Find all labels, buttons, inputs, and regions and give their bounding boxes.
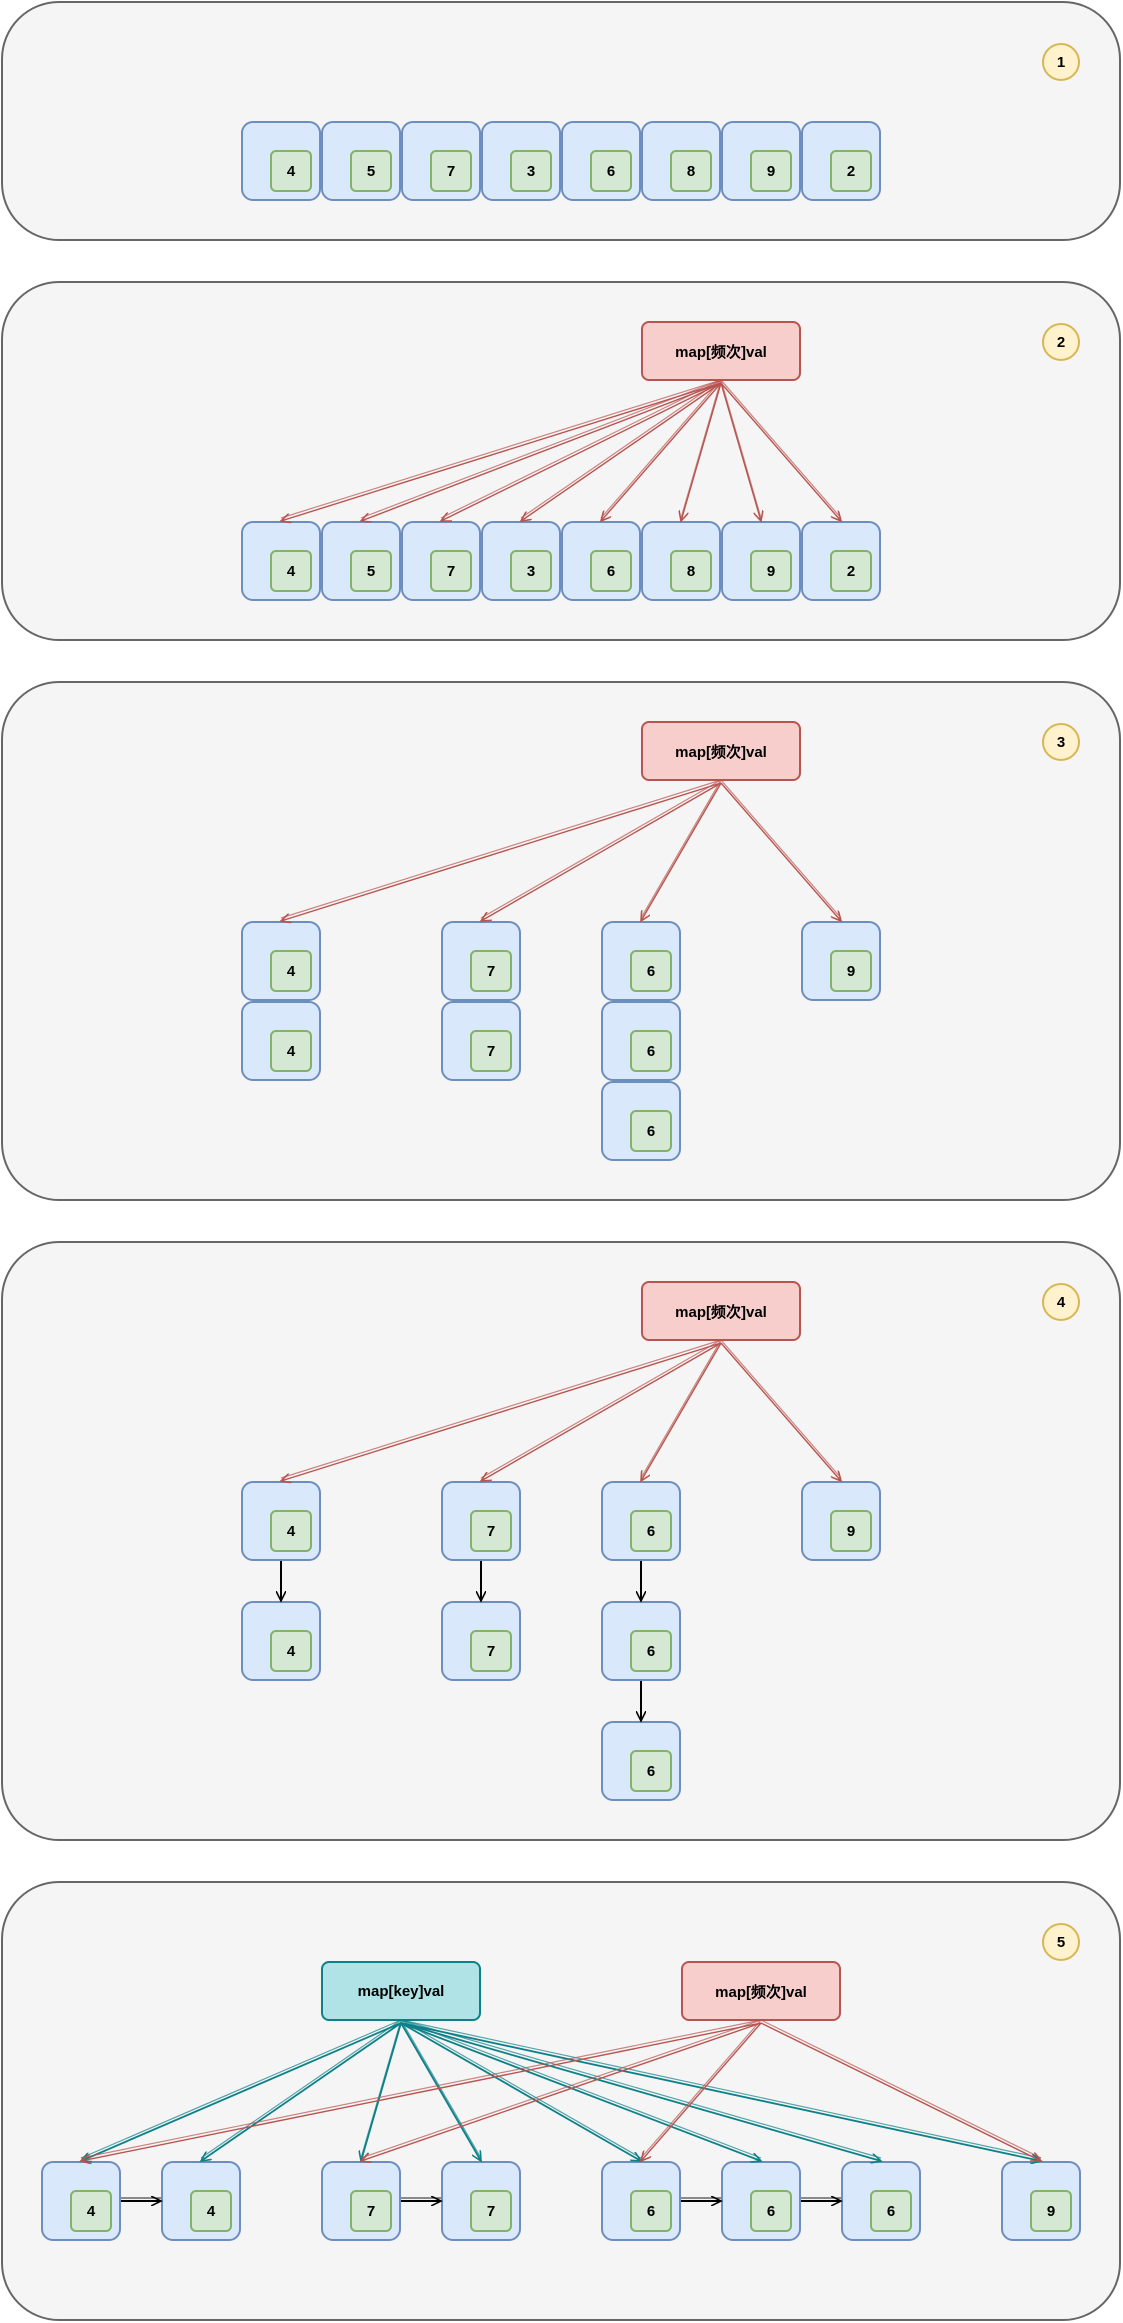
frequency-map-box: map[频次]val: [641, 721, 801, 781]
array-node: 6: [561, 521, 641, 601]
node-value: 7: [430, 550, 472, 592]
array-node: 9: [721, 521, 801, 601]
node-value: 6: [870, 2190, 912, 2232]
panel-1: [1, 1, 1121, 241]
list-node: 7: [441, 1481, 521, 1561]
node-value: 9: [1030, 2190, 1072, 2232]
panel-3: [1, 681, 1121, 1201]
list-node: 6: [601, 1721, 681, 1801]
node-value: 7: [470, 1630, 512, 1672]
node-value: 7: [470, 1030, 512, 1072]
key-map-box: map[key]val: [321, 1961, 481, 2021]
node-value: 7: [470, 2190, 512, 2232]
list-node: 4: [41, 2161, 121, 2241]
step-badge-5: 5: [1042, 1923, 1080, 1961]
list-node: 6: [601, 2161, 681, 2241]
bucket-node: 4: [241, 1001, 321, 1081]
bucket-node: 7: [441, 921, 521, 1001]
array-node: 4: [241, 521, 321, 601]
list-node: 6: [601, 1481, 681, 1561]
node-value: 5: [350, 150, 392, 192]
bucket-node: 9: [801, 921, 881, 1001]
list-node: 9: [801, 1481, 881, 1561]
node-value: 9: [750, 150, 792, 192]
node-value: 7: [470, 950, 512, 992]
node-value: 6: [630, 1510, 672, 1552]
node-value: 6: [630, 1030, 672, 1072]
node-value: 2: [830, 150, 872, 192]
node-value: 6: [750, 2190, 792, 2232]
node-value: 4: [270, 1630, 312, 1672]
array-node: 3: [481, 521, 561, 601]
node-value: 7: [430, 150, 472, 192]
node-value: 6: [590, 550, 632, 592]
frequency-map-box: map[频次]val: [681, 1961, 841, 2021]
node-value: 4: [270, 1030, 312, 1072]
node-value: 6: [630, 2190, 672, 2232]
node-value: 2: [830, 550, 872, 592]
node-value: 6: [630, 950, 672, 992]
list-node: 6: [601, 1601, 681, 1681]
array-node: 7: [401, 521, 481, 601]
node-value: 6: [590, 150, 632, 192]
node-value: 9: [830, 1510, 872, 1552]
frequency-map-box: map[频次]val: [641, 1281, 801, 1341]
node-value: 9: [750, 550, 792, 592]
list-node: 7: [321, 2161, 401, 2241]
bucket-node: 4: [241, 921, 321, 1001]
step-badge-2: 2: [1042, 323, 1080, 361]
panel-4: [1, 1241, 1121, 1841]
list-node: 7: [441, 1601, 521, 1681]
bucket-node: 6: [601, 1001, 681, 1081]
node-value: 4: [70, 2190, 112, 2232]
bucket-node: 6: [601, 921, 681, 1001]
list-node: 4: [161, 2161, 241, 2241]
array-node: 6: [561, 121, 641, 201]
node-value: 7: [470, 1510, 512, 1552]
step-badge-1: 1: [1042, 43, 1080, 81]
node-value: 8: [670, 150, 712, 192]
node-value: 6: [630, 1750, 672, 1792]
list-node: 4: [241, 1481, 321, 1561]
array-node: 9: [721, 121, 801, 201]
array-node: 5: [321, 521, 401, 601]
list-node: 6: [841, 2161, 921, 2241]
step-badge-3: 3: [1042, 723, 1080, 761]
bucket-node: 6: [601, 1081, 681, 1161]
node-value: 5: [350, 550, 392, 592]
node-value: 4: [190, 2190, 232, 2232]
node-value: 4: [270, 950, 312, 992]
node-value: 9: [830, 950, 872, 992]
node-value: 3: [510, 550, 552, 592]
array-node: 2: [801, 121, 881, 201]
array-node: 7: [401, 121, 481, 201]
frequency-map-box: map[频次]val: [641, 321, 801, 381]
array-node: 8: [641, 121, 721, 201]
array-node: 4: [241, 121, 321, 201]
list-node: 7: [441, 2161, 521, 2241]
step-badge-4: 4: [1042, 1283, 1080, 1321]
node-value: 6: [630, 1630, 672, 1672]
node-value: 6: [630, 1110, 672, 1152]
node-value: 8: [670, 550, 712, 592]
array-node: 5: [321, 121, 401, 201]
panel-5: [1, 1881, 1121, 2321]
array-node: 8: [641, 521, 721, 601]
node-value: 7: [350, 2190, 392, 2232]
node-value: 4: [270, 1510, 312, 1552]
list-node: 9: [1001, 2161, 1081, 2241]
node-value: 4: [270, 550, 312, 592]
list-node: 6: [721, 2161, 801, 2241]
bucket-node: 7: [441, 1001, 521, 1081]
array-node: 2: [801, 521, 881, 601]
list-node: 4: [241, 1601, 321, 1681]
node-value: 4: [270, 150, 312, 192]
node-value: 3: [510, 150, 552, 192]
array-node: 3: [481, 121, 561, 201]
